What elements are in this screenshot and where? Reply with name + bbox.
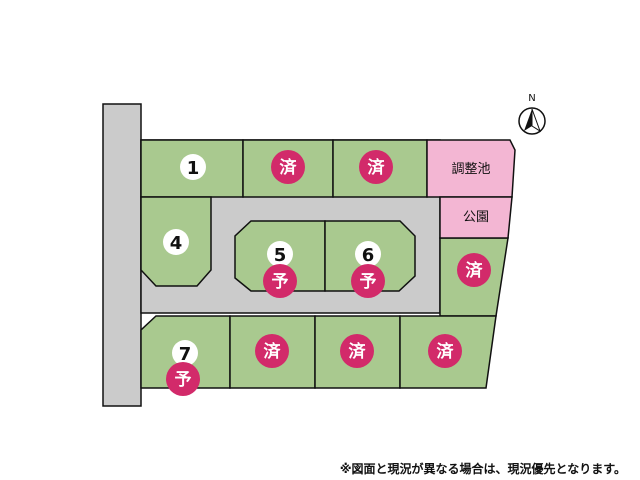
sold-badge-lot-8: 済	[255, 334, 289, 368]
svg-text:1: 1	[187, 158, 200, 179]
svg-text:済: 済	[466, 260, 484, 281]
svg-text:済: 済	[264, 341, 282, 362]
north-arrow-icon: N	[518, 93, 546, 135]
svg-text:済: 済	[280, 157, 298, 178]
disclaimer-note: ※図面と現況が異なる場合は、現況優先となります。	[339, 462, 626, 476]
svg-text:済: 済	[437, 341, 455, 362]
compass-label: N	[528, 93, 535, 104]
lot-number-4: 4	[163, 229, 189, 255]
svg-text:4: 4	[170, 233, 183, 254]
sold-badge-lot-east: 済	[457, 253, 491, 287]
svg-text:5: 5	[274, 245, 287, 266]
retention-pond	[426, 139, 516, 198]
lot-number-6: 6	[355, 241, 381, 267]
reserved-badge-lot-6: 予	[351, 264, 385, 298]
road-west	[102, 103, 142, 407]
svg-text:済: 済	[349, 341, 367, 362]
lot-number-7: 7	[172, 340, 198, 366]
svg-text:済: 済	[368, 157, 386, 178]
svg-text:予: 予	[360, 272, 377, 292]
park-label: 公園	[463, 210, 489, 225]
sold-badge-lot-9: 済	[340, 334, 374, 368]
lot-number-1: 1	[180, 154, 206, 180]
park	[439, 196, 513, 239]
svg-text:予: 予	[175, 370, 192, 390]
sold-badge-lot-10: 済	[428, 334, 462, 368]
sold-badge-lot-3: 済	[359, 150, 393, 184]
reserved-badge-lot-5: 予	[263, 264, 297, 298]
sold-badge-lot-2: 済	[271, 150, 305, 184]
lot-number-5: 5	[267, 241, 293, 267]
svg-text:7: 7	[179, 344, 192, 365]
svg-text:予: 予	[272, 272, 289, 292]
svg-text:6: 6	[362, 245, 375, 266]
reserved-badge-lot-7: 予	[166, 362, 200, 396]
retention-pond-label: 調整池	[451, 162, 490, 177]
